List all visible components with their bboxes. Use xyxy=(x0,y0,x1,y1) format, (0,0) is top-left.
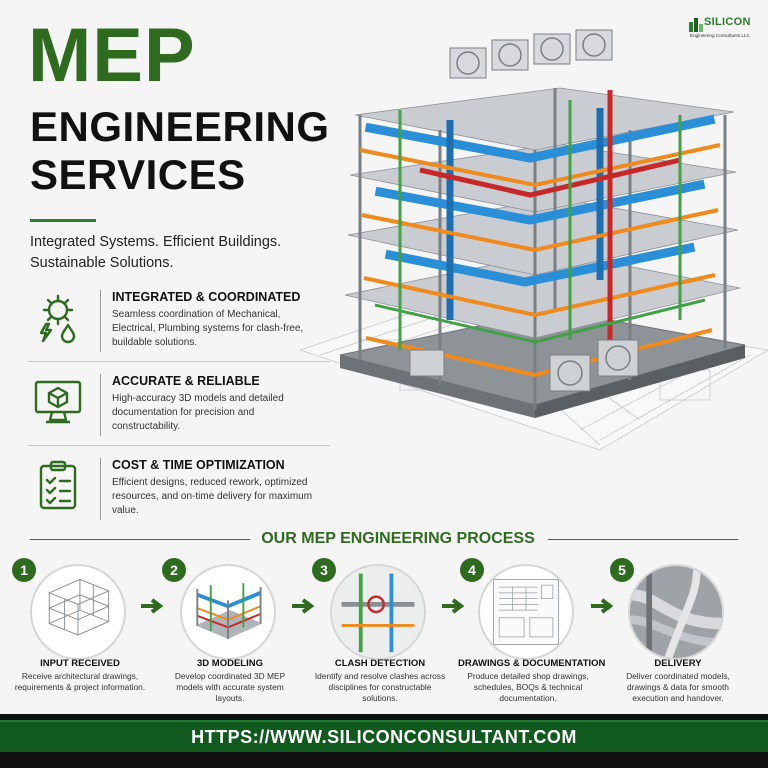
feature-divider xyxy=(100,458,101,520)
footer-top-band xyxy=(0,714,768,720)
step-description: Identify and resolve clashes across disc… xyxy=(314,671,446,703)
logo-subtitle: Engineering Consultants LLC xyxy=(690,33,750,38)
company-logo: SILICON Engineering Consultants LLC xyxy=(688,14,760,42)
feature-description: High-accuracy 3D models and detailed doc… xyxy=(112,393,284,432)
hero-tagline: Integrated Systems. Efficient Buildings.… xyxy=(30,234,282,271)
feature-description: Efficient designs, reduced rework, optim… xyxy=(112,477,313,516)
step-illustration xyxy=(180,564,276,660)
step-number-badge: 3 xyxy=(312,558,336,582)
feature-description: Seamless coordination of Mechanical, Ele… xyxy=(112,309,304,348)
wireframe-model-icon xyxy=(48,578,110,636)
hero-title-engineering: ENGINEERING xyxy=(30,103,330,150)
clipboard-checklist-icon xyxy=(39,460,77,510)
step-illustration xyxy=(628,564,724,660)
feature-cost-time: COST & TIME OPTIMIZATION Efficient desig… xyxy=(28,456,330,526)
step-title: CLASH DETECTION xyxy=(334,658,426,669)
feature-divider xyxy=(100,374,101,436)
logo-name: SILICON xyxy=(704,16,751,28)
step-title: 3D MODELING xyxy=(197,658,263,669)
feature-title: ACCURATE & RELIABLE xyxy=(112,374,260,388)
mep-building-illustration xyxy=(300,29,768,451)
title-underline xyxy=(30,219,96,222)
step-title: INPUT RECEIVED xyxy=(40,658,120,669)
feature-title: INTEGRATED & COORDINATED xyxy=(112,290,301,304)
step-illustration xyxy=(478,564,574,660)
step-number-badge: 4 xyxy=(460,558,484,582)
arrow-right-icon xyxy=(442,598,465,614)
process-step-input: 1 INPUT RECEIVED Receive architectural d… xyxy=(10,558,150,708)
step-number-badge: 2 xyxy=(162,558,186,582)
process-title: OUR MEP ENGINEERING PROCESS xyxy=(261,530,535,547)
step-illustration xyxy=(30,564,126,660)
process-header-line xyxy=(548,539,738,540)
process-step-3d-modeling: 2 3D MODELING Develop coordinated 3D MEP… xyxy=(160,558,300,708)
website-url-link[interactable]: HTTPS://WWW.SILICONCONSULTANT.COM xyxy=(191,727,577,747)
gear-bolt-drop-icon xyxy=(39,294,76,344)
process-step-drawings: 4 DRAWINGS & DOCUMENTATION Produce detai… xyxy=(458,558,606,708)
3d-model-icon xyxy=(195,583,263,639)
hero-title-mep: MEP xyxy=(28,13,196,98)
process-step-delivery: 5 DELIVERY Deliver coordinated models, d… xyxy=(608,558,748,708)
step-number-badge: 5 xyxy=(610,558,634,582)
step-title: DELIVERY xyxy=(654,658,702,669)
process-step-clash-detection: 3 CLASH DETECTION Identify and resolve c… xyxy=(310,558,450,708)
monitor-cube-icon xyxy=(34,380,82,424)
hero-title-services: SERVICES xyxy=(30,151,246,198)
step-number-badge: 1 xyxy=(12,558,36,582)
process-header: OUR MEP ENGINEERING PROCESS xyxy=(30,530,738,550)
section-divider xyxy=(28,445,330,446)
clash-pipes-icon xyxy=(332,566,424,658)
section-divider xyxy=(28,361,330,362)
footer-bottom-band xyxy=(0,752,768,768)
step-description: Receive architectural drawings, requirem… xyxy=(14,671,146,692)
process-header-line xyxy=(30,539,250,540)
shop-drawing-icon xyxy=(492,578,560,646)
feature-divider xyxy=(100,290,101,352)
footer-bar: HTTPS://WWW.SILICONCONSULTANT.COM xyxy=(0,720,768,752)
arrow-right-icon xyxy=(292,598,315,614)
arrow-right-icon xyxy=(141,598,164,614)
pipework-icon xyxy=(630,566,722,658)
feature-accurate: ACCURATE & RELIABLE High-accuracy 3D mod… xyxy=(28,372,330,442)
step-illustration xyxy=(330,564,426,660)
step-description: Deliver coordinated models, drawings & d… xyxy=(626,671,730,703)
step-description: Produce detailed shop drawings, schedule… xyxy=(467,671,589,703)
step-description: Develop coordinated 3D MEP models with a… xyxy=(174,671,286,703)
feature-integrated: INTEGRATED & COORDINATED Seamless coordi… xyxy=(28,288,330,358)
step-title: DRAWINGS & DOCUMENTATION xyxy=(458,658,606,669)
logo-building-icon xyxy=(689,18,703,32)
feature-title: COST & TIME OPTIMIZATION xyxy=(112,458,285,472)
arrow-right-icon xyxy=(591,598,614,614)
